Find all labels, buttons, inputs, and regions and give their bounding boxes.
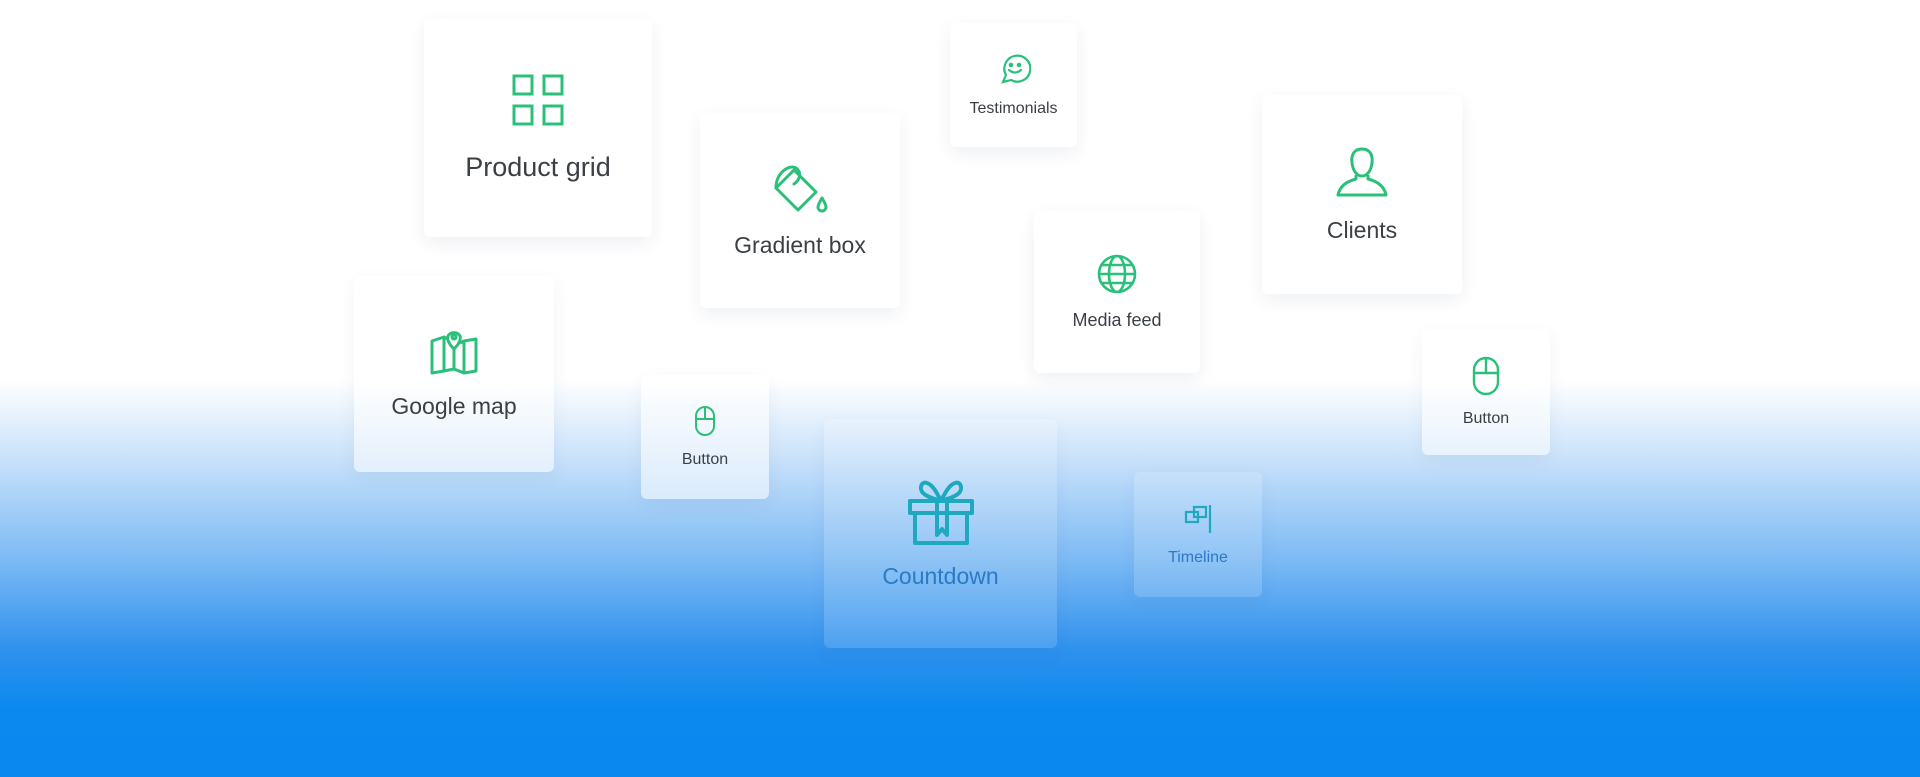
widget-card-timeline[interactable]: Timeline — [1134, 472, 1262, 597]
widget-card-testimonials[interactable]: Testimonials — [950, 23, 1077, 147]
widget-card-media-feed[interactable]: Media feed — [1034, 211, 1200, 373]
widget-card-clients[interactable]: Clients — [1262, 95, 1462, 294]
grid-icon — [512, 74, 564, 126]
widget-label: Clients — [1326, 217, 1398, 243]
widget-label: Media feed — [1072, 309, 1162, 330]
widget-label: Countdown — [882, 563, 999, 589]
globe-icon — [1097, 254, 1137, 294]
widget-label: Product grid — [465, 151, 611, 182]
widget-card-gradient-box[interactable]: Gradient box — [700, 113, 900, 308]
widget-label: Button — [1462, 410, 1510, 427]
gift-icon — [907, 477, 975, 545]
widget-card-button[interactable]: Button — [1422, 329, 1550, 455]
widget-card-google-map[interactable]: Google map — [354, 276, 554, 472]
widget-label: Button — [681, 451, 729, 468]
widget-label: Google map — [391, 392, 517, 419]
paint-bucket-icon — [772, 162, 828, 214]
user-icon — [1335, 145, 1389, 199]
widget-label: Testimonials — [969, 100, 1058, 117]
mouse-icon — [694, 405, 716, 437]
widget-card-button[interactable]: Button — [641, 375, 769, 499]
flag-icon — [1183, 503, 1213, 535]
mouse-icon — [1472, 356, 1500, 396]
widget-card-product-grid[interactable]: Product grid — [424, 19, 652, 237]
map-pin-icon — [430, 329, 478, 375]
widget-label: Timeline — [1168, 548, 1228, 566]
widget-card-countdown[interactable]: Countdown — [824, 419, 1057, 648]
widget-label: Gradient box — [734, 232, 866, 258]
smiley-chat-icon — [997, 52, 1031, 86]
